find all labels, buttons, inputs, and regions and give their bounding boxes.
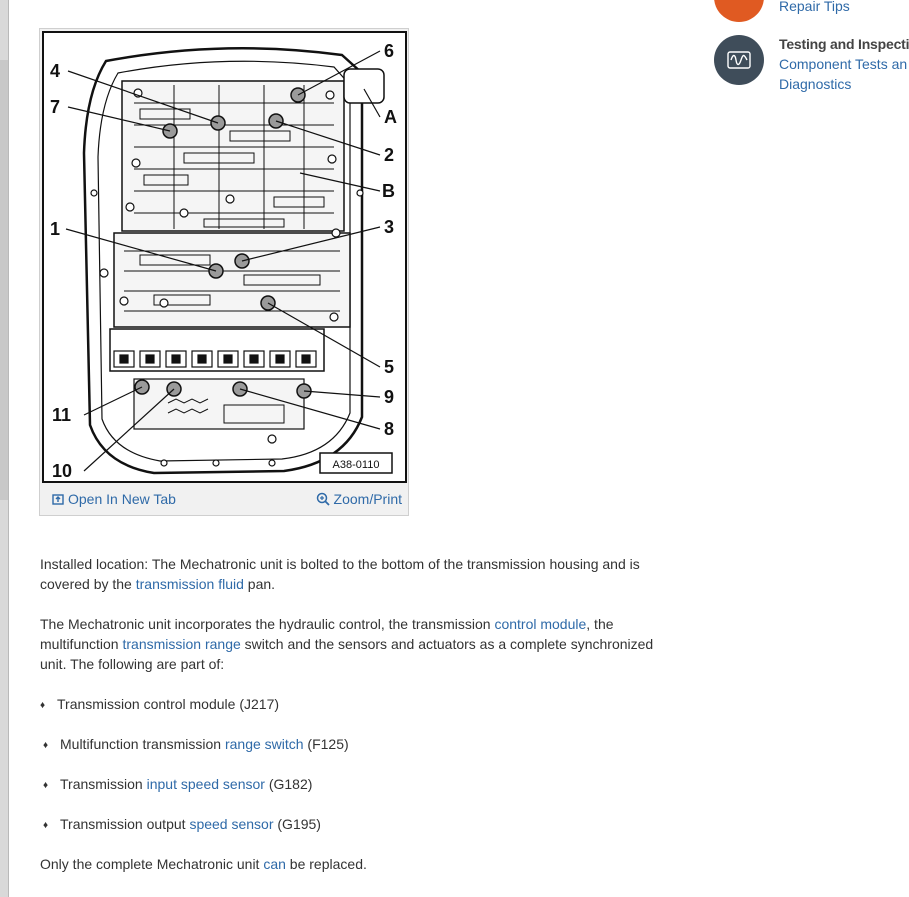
p2-text-c: switch and the sensors and actuators as … bbox=[40, 636, 654, 672]
list-item-text: Transmission bbox=[60, 776, 147, 792]
list-item-text: Transmission control module (J217) bbox=[57, 696, 280, 712]
list-item: ♦ Transmission control module (J217) bbox=[40, 694, 279, 716]
callout-2: 2 bbox=[384, 145, 394, 165]
callout-6: 6 bbox=[384, 41, 394, 61]
callout-11: 11 bbox=[52, 405, 71, 425]
zoom-icon bbox=[316, 492, 330, 506]
callout-10: 10 bbox=[52, 461, 72, 481]
p1-text-a: Installed location: The Mechatronic unit… bbox=[40, 556, 640, 592]
callout-9: 9 bbox=[384, 387, 394, 407]
left-edge-bar bbox=[0, 0, 9, 897]
figure-code: A38-0110 bbox=[333, 459, 380, 471]
callout-B: B bbox=[382, 181, 395, 201]
installed-location-paragraph: Installed location: The Mechatronic unit… bbox=[40, 554, 680, 594]
repair-tips-link[interactable]: Repair Tips bbox=[779, 0, 850, 14]
diamond-bullet-icon: ♦ bbox=[43, 740, 49, 751]
testing-inspection-title: Testing and Inspectio bbox=[779, 36, 909, 52]
left-edge-line bbox=[8, 0, 9, 897]
transmission-range-link[interactable]: transmission range bbox=[122, 636, 241, 652]
transmission-fluid-link[interactable]: transmission fluid bbox=[135, 576, 244, 592]
callout-1: 1 bbox=[50, 219, 60, 239]
range-switch-link[interactable]: range switch bbox=[224, 736, 304, 752]
mechatronic-illustration: 4 7 1 11 10 6 A 2 B 3 5 9 8 A38-0110 bbox=[50, 41, 397, 481]
control-module-link[interactable]: control module bbox=[494, 616, 587, 632]
p2-text-b: , the multifunction bbox=[40, 616, 614, 652]
waveform-icon bbox=[727, 51, 751, 69]
speed-sensor-link[interactable]: speed sensor bbox=[189, 816, 274, 832]
testing-icon-circle bbox=[714, 35, 764, 85]
list-item: ♦ Transmission input speed sensor (G182) bbox=[43, 774, 312, 796]
callout-3: 3 bbox=[384, 217, 394, 237]
callout-8: 8 bbox=[384, 419, 394, 439]
diamond-bullet-icon: ♦ bbox=[43, 820, 49, 831]
component-tests-link[interactable]: Component Tests an bbox=[779, 56, 908, 72]
open-new-tab-icon bbox=[52, 494, 64, 505]
list-item-text: (G195) bbox=[273, 816, 321, 832]
zoom-print-label: Zoom/Print bbox=[333, 491, 402, 507]
list-item-text: Multifunction transmission bbox=[60, 736, 225, 752]
open-new-tab-label: Open In New Tab bbox=[68, 491, 176, 507]
mechatronic-diagram[interactable]: 4 7 1 11 10 6 A 2 B 3 5 9 8 A38-0110 bbox=[42, 31, 407, 483]
callout-4: 4 bbox=[50, 61, 60, 81]
list-item-text: (G182) bbox=[264, 776, 313, 792]
left-edge-strip bbox=[0, 60, 9, 500]
diamond-bullet-icon: ♦ bbox=[43, 780, 49, 791]
can-link[interactable]: can bbox=[263, 856, 286, 872]
list-item: ♦ Transmission output speed sensor (G195) bbox=[43, 814, 321, 836]
callout-A: A bbox=[384, 107, 397, 127]
diamond-bullet-icon: ♦ bbox=[40, 700, 46, 711]
p2-text-a: The Mechatronic unit incorporates the hy… bbox=[40, 616, 495, 632]
figure-panel: 4 7 1 11 10 6 A 2 B 3 5 9 8 A38-0110 bbox=[39, 28, 409, 516]
mechatronic-description-paragraph: The Mechatronic unit incorporates the hy… bbox=[40, 614, 680, 674]
p1-text-b: pan. bbox=[243, 576, 276, 592]
orange-circle-icon bbox=[714, 0, 764, 22]
callout-5: 5 bbox=[384, 357, 394, 377]
input-speed-sensor-link[interactable]: input speed sensor bbox=[146, 776, 265, 792]
replacement-note-paragraph: Only the complete Mechatronic unit can b… bbox=[40, 854, 680, 874]
open-in-new-tab-button[interactable]: Open In New Tab bbox=[52, 491, 176, 507]
callout-7: 7 bbox=[50, 97, 60, 117]
figure-toolbar: Open In New Tab Zoom/Print bbox=[40, 487, 408, 513]
p3-text-b: be replaced. bbox=[285, 856, 367, 872]
list-item: ♦ Multifunction transmission range switch… bbox=[43, 734, 349, 756]
list-item-text: Transmission output bbox=[60, 816, 190, 832]
zoom-print-button[interactable]: Zoom/Print bbox=[316, 491, 402, 507]
list-item-text: (F125) bbox=[303, 736, 349, 752]
diagnostics-link[interactable]: Diagnostics bbox=[779, 76, 852, 92]
p3-text-a: Only the complete Mechatronic unit bbox=[40, 856, 264, 872]
